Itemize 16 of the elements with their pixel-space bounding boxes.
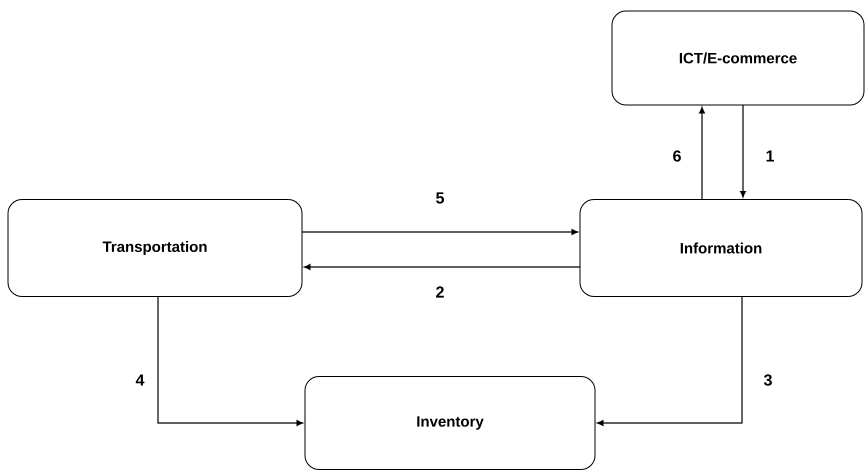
process-box: ICT/E-commerce — [612, 10, 864, 106]
process-box: Inventory — [304, 376, 596, 470]
process-box: Information — [580, 199, 862, 297]
edge-label: 6 — [672, 149, 682, 163]
edge-label: 2 — [434, 285, 446, 299]
arrow — [304, 264, 580, 270]
edge-label: 1 — [764, 150, 776, 162]
edge-label: 4 — [134, 374, 146, 386]
edge-label: 3 — [762, 373, 774, 387]
arrow — [597, 297, 743, 426]
arrow — [699, 107, 705, 199]
process-box: Transportation — [8, 199, 302, 297]
edge-label: 5 — [434, 191, 446, 205]
arrow — [302, 229, 578, 235]
arrow — [740, 106, 746, 198]
arrow — [157, 297, 303, 426]
